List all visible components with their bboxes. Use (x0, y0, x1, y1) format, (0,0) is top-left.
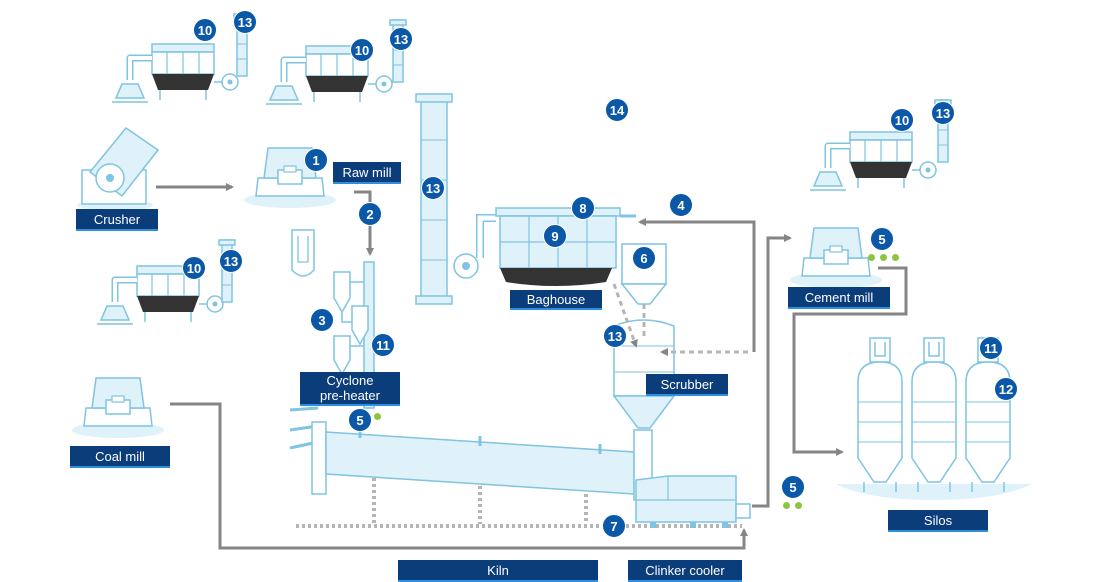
badge-main-baghouse: 9 (543, 224, 567, 248)
cyclone-label-line2: pre-heater (320, 388, 380, 403)
badge-cyclone-stack: 11 (371, 333, 395, 357)
silos-label: Silos (888, 510, 988, 532)
badge-main-stack: 13 (421, 176, 445, 200)
indicator-dot (892, 254, 899, 261)
crusher-label: Crusher (76, 209, 158, 231)
coal-mill-machine (71, 377, 165, 439)
indicator-dot (880, 254, 887, 261)
badge-hopper: 6 (632, 246, 656, 270)
badge-cooler: 7 (602, 514, 626, 538)
flow-arrows (156, 183, 908, 550)
badge-raw-stack: 13 (389, 27, 413, 51)
raw-mill-label: Raw mill (333, 162, 401, 184)
badge-cooler-outlet: 5 (781, 475, 805, 499)
badge-cyclone: 3 (310, 308, 334, 332)
badge-plant-wide: 14 (605, 98, 629, 122)
indicator-dot (374, 413, 381, 420)
silos (836, 337, 1032, 500)
cyclone-preheater-tower (333, 261, 375, 409)
badge-gas-return: 4 (669, 193, 693, 217)
badge-cement-mill: 5 (870, 227, 894, 251)
cement-mill-label: Cement mill (788, 287, 890, 309)
coal-mill-label: Coal mill (70, 446, 170, 468)
badge-cement-baghouse: 10 (890, 108, 914, 132)
badge-raw-to-cyclone: 2 (358, 202, 382, 226)
indicator-dot (783, 502, 790, 509)
badge-cement-stack: 13 (931, 101, 955, 125)
clinker-cooler-label: Clinker cooler (628, 560, 742, 582)
scrubber-label: Scrubber (646, 374, 728, 396)
cyclone-label-line1: Cyclone (326, 373, 374, 388)
badge-raw-mill: 1 (304, 148, 328, 172)
main-baghouse (453, 207, 636, 286)
indicator-dot (795, 502, 802, 509)
badge-coal-stack: 13 (219, 249, 243, 273)
baghouse-label: Baghouse (510, 290, 602, 310)
cement-mill-dust-collector (810, 99, 952, 190)
badge-scrubber: 13 (603, 324, 627, 348)
badge-silo-top: 11 (979, 336, 1003, 360)
coal-mill-dust-collector (97, 239, 236, 324)
clinker-cooler (635, 475, 751, 528)
badge-crusher-baghouse: 10 (193, 18, 217, 42)
badge-crusher-stack: 13 (233, 10, 257, 34)
cyclone-preheater-label: Cyclone pre-heater (300, 372, 400, 406)
kiln-label: Kiln (398, 560, 598, 582)
badge-coal-baghouse: 10 (182, 256, 206, 280)
badge-kiln-inlet: 5 (348, 408, 372, 432)
badge-main-baghouse-top: 8 (571, 196, 595, 220)
raw-mill-dust-collector (266, 19, 407, 104)
raw-meal-hopper (291, 229, 315, 277)
badge-raw-baghouse: 10 (350, 38, 374, 62)
indicator-dot (868, 254, 875, 261)
crusher-dust-collector (112, 13, 251, 102)
crusher-machine (77, 126, 160, 211)
badge-silo-side: 12 (994, 377, 1018, 401)
